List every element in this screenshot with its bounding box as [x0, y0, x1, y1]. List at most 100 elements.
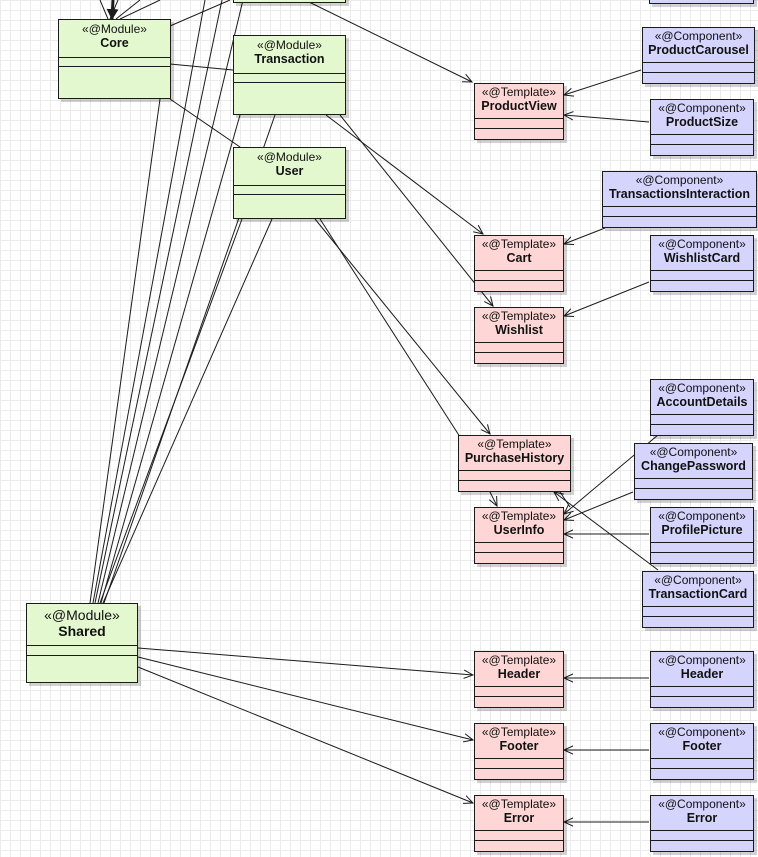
component-transactioncard-stereotype: «@Component»	[654, 573, 742, 587]
template-footer-name: Footer	[499, 739, 539, 753]
component-header-divider	[651, 696, 753, 697]
edge-transactioncard-purchasehistory	[554, 492, 659, 571]
module-user-name: User	[275, 164, 304, 178]
template-wishlist-name: Wishlist	[495, 323, 543, 337]
module-transaction-stereotype: «@Module»	[257, 38, 322, 52]
component-wishlistcard-divider	[651, 270, 753, 271]
offscreen-module-box[interactable]	[233, 0, 346, 3]
edge-offscreen-core-3	[106, 0, 119, 20]
template-productview-divider	[475, 118, 563, 119]
template-purchasehistory-name: PurchaseHistory	[464, 451, 565, 465]
component-transactioncard[interactable]: «@Component» TransactionCard	[642, 571, 754, 628]
module-shared-divider	[27, 655, 137, 656]
component-accountdetails-divider	[651, 414, 753, 415]
template-productview[interactable]: «@Template» ProductView	[474, 83, 564, 140]
edge-shared-core-3	[94, 0, 223, 604]
edge-shared-user-1	[99, 218, 243, 604]
template-userinfo-name: UserInfo	[493, 523, 545, 537]
component-accountdetails-divider	[651, 424, 753, 425]
module-transaction[interactable]: «@Module» Transaction	[233, 35, 346, 115]
edge-core-offscreen	[169, 0, 231, 27]
edge-transaction-cart	[325, 114, 483, 234]
template-error-divider	[475, 840, 563, 841]
component-wishlistcard-stereotype: «@Component»	[658, 237, 746, 251]
edge-productcarousel-productview	[564, 69, 642, 95]
module-shared-divider	[27, 645, 137, 646]
module-core-divider	[59, 66, 170, 67]
template-userinfo-stereotype: «@Template»	[481, 509, 557, 523]
component-changepassword-stereotype: «@Component»	[649, 445, 738, 459]
component-productcarousel[interactable]: «@Component» ProductCarousel	[642, 27, 755, 84]
template-purchasehistory[interactable]: «@Template» PurchaseHistory	[458, 435, 571, 492]
component-wishlistcard[interactable]: «@Component» WishlistCard	[650, 235, 754, 292]
component-changepassword[interactable]: «@Component» ChangePassword	[634, 443, 753, 500]
template-footer[interactable]: «@Template» Footer	[474, 723, 564, 780]
template-wishlist[interactable]: «@Template» Wishlist	[474, 307, 564, 364]
template-header-divider	[475, 686, 563, 687]
template-cart-divider	[475, 270, 563, 271]
template-error-divider	[475, 830, 563, 831]
template-cart-divider	[475, 280, 563, 281]
template-header[interactable]: «@Template» Header	[474, 651, 564, 708]
edge-shared-footer	[137, 656, 473, 740]
component-error-name: Error	[686, 811, 718, 825]
offscreen-component-box[interactable]	[649, 0, 754, 4]
component-profilepicture-divider	[651, 542, 753, 543]
module-transaction-divider	[234, 82, 345, 83]
edge-changepassword-userinfo	[564, 491, 634, 520]
component-productsize[interactable]: «@Component» ProductSize	[650, 99, 754, 156]
component-footer-stereotype: «@Component»	[658, 725, 746, 739]
template-productview-divider	[475, 128, 563, 129]
template-footer-stereotype: «@Template»	[481, 725, 557, 739]
component-footer-divider	[651, 768, 753, 769]
module-shared-name: Shared	[58, 623, 106, 639]
component-accountdetails-stereotype: «@Component»	[658, 381, 746, 395]
template-error[interactable]: «@Template» Error	[474, 795, 564, 852]
template-header-stereotype: «@Template»	[481, 653, 557, 667]
template-purchasehistory-stereotype: «@Template»	[477, 437, 552, 451]
template-footer-divider	[475, 758, 563, 759]
edge-wishlistcard-wishlist	[564, 281, 650, 316]
component-productcarousel-stereotype: «@Component»	[654, 29, 743, 43]
component-profilepicture[interactable]: «@Component» ProfilePicture	[650, 507, 754, 564]
component-transactionsinteraction-stereotype: «@Component»	[635, 173, 724, 187]
template-cart[interactable]: «@Template» Cart	[474, 235, 564, 292]
component-accountdetails[interactable]: «@Component» AccountDetails	[650, 379, 754, 436]
component-transactioncard-name: TransactionCard	[648, 587, 748, 601]
edge-user-purchasehistory	[314, 218, 490, 434]
component-productcarousel-divider	[643, 62, 754, 63]
module-user[interactable]: «@Module» User	[233, 147, 346, 219]
edge-shared-transaction-2	[100, 114, 241, 604]
edge-core-transaction	[169, 63, 234, 71]
template-cart-stereotype: «@Template»	[481, 237, 557, 251]
template-userinfo[interactable]: «@Template» UserInfo	[474, 507, 564, 564]
component-transactionsinteraction-name: TransactionsInteraction	[608, 187, 750, 201]
edge-user-userinfo	[319, 218, 463, 441]
edge-offscreen-productview	[304, 0, 472, 82]
component-footer-divider	[651, 758, 753, 759]
edge-shared-user-2	[102, 218, 273, 604]
edge-changepassword-userinfo-2	[559, 491, 571, 508]
component-error-stereotype: «@Component»	[658, 797, 746, 811]
component-footer-name: Footer	[682, 739, 722, 753]
edge-offscreen-core-1	[99, 0, 109, 20]
component-error[interactable]: «@Component» Error	[650, 795, 754, 852]
component-transactionsinteraction[interactable]: «@Component» TransactionsInteraction	[602, 171, 757, 228]
component-header[interactable]: «@Component» Header	[650, 651, 754, 708]
module-transaction-divider	[234, 73, 345, 74]
edge-shared-transaction-1	[97, 0, 244, 604]
component-transactionsinteraction-divider	[603, 216, 756, 217]
template-cart-name: Cart	[506, 251, 532, 265]
component-profilepicture-divider	[651, 552, 753, 553]
template-purchasehistory-divider	[459, 480, 570, 481]
edge-shared-error	[137, 666, 473, 803]
module-core[interactable]: «@Module» Core	[58, 19, 171, 99]
module-core-divider	[59, 57, 170, 58]
component-changepassword-name: ChangePassword	[641, 459, 746, 473]
component-footer[interactable]: «@Component» Footer	[650, 723, 754, 780]
template-error-name: Error	[503, 811, 535, 825]
module-shared[interactable]: «@Module» Shared	[26, 603, 138, 683]
component-wishlistcard-name: WishlistCard	[663, 251, 741, 265]
component-productsize-divider	[651, 134, 753, 135]
template-wishlist-stereotype: «@Template»	[481, 309, 557, 323]
